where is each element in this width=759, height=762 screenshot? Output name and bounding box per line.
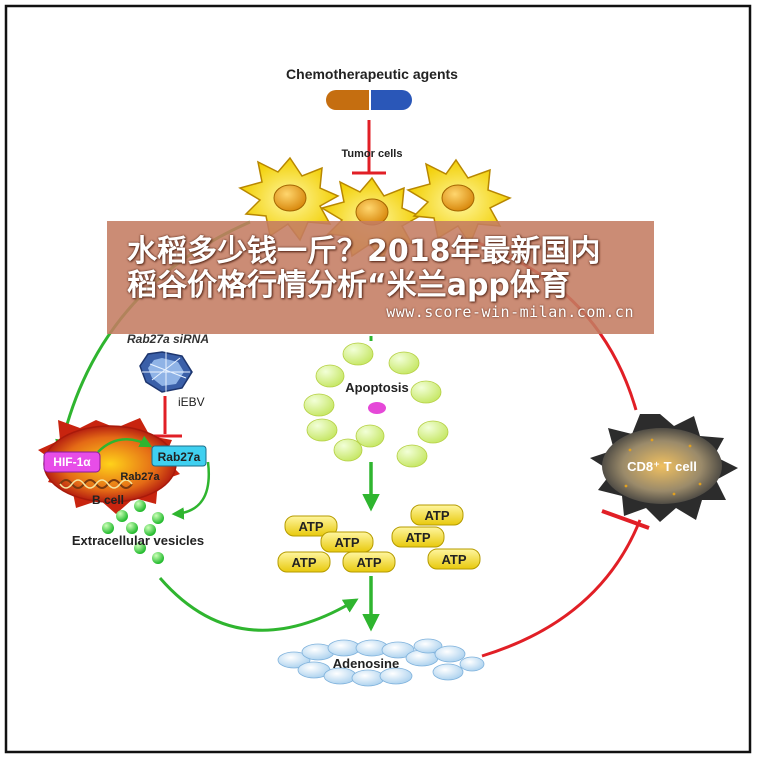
- tumor-cells-label: Tumor cells: [342, 148, 403, 160]
- svg-text:ATP: ATP: [405, 530, 430, 545]
- atp-molecules: ATP ATP ATP ATP ATP ATP ATP: [277, 504, 481, 573]
- svg-text:ATP: ATP: [298, 519, 323, 534]
- rab27a-protein-box: [151, 445, 207, 467]
- apoptosis-core: [368, 402, 386, 414]
- tcell-inhibitor-bar: [601, 509, 650, 530]
- hif1a-box: [43, 451, 101, 473]
- adenosine-to-tcell-inhibition: [481, 519, 642, 658]
- svg-text:ATP: ATP: [441, 552, 466, 567]
- apoptosis-label: Apoptosis: [345, 380, 409, 395]
- svg-text:ATP: ATP: [291, 555, 316, 570]
- watermark-url[interactable]: www.score-win-milan.com.cn: [386, 303, 634, 321]
- atp-pill: ATP: [342, 551, 396, 573]
- extracellular-vesicles: [102, 500, 164, 564]
- rab27a-to-vesicles-arrow: [171, 461, 211, 520]
- rab27a-gene-label: Rab27a: [120, 471, 160, 483]
- atp-pill: ATP: [277, 551, 331, 573]
- hif1a-label: HIF-1α: [53, 455, 91, 469]
- atp-pill: ATP: [427, 548, 481, 570]
- svg-text:ATP: ATP: [334, 535, 359, 550]
- figure-frame: [4, 4, 752, 754]
- svg-text:ATP: ATP: [356, 555, 381, 570]
- capsule-icon: [326, 89, 412, 111]
- b-cell: HIF-1α Rab27a B cell: [38, 418, 180, 514]
- watermark-line-1: 水稻多少钱一斤？2018年最新国内: [127, 234, 601, 269]
- watermark-line-2: 稻谷价格行情分析“米兰app体育: [127, 268, 570, 303]
- cd8-t-cell: CD8⁺ T cell: [590, 414, 738, 522]
- rab27a-sirna-label: Rab27a siRNA: [127, 332, 209, 346]
- atp-pill: ATP: [284, 515, 338, 537]
- b-cell-label: B cell: [92, 493, 124, 507]
- atp-pill: ATP: [391, 526, 445, 548]
- atp-pill: ATP: [410, 504, 464, 526]
- adenosine-label: Adenosine: [333, 656, 399, 671]
- iebv-label: iEBV: [178, 395, 205, 409]
- chemotherapeutic-agents-label: Chemotherapeutic agents: [286, 66, 458, 82]
- watermark-banner: 水稻多少钱一斤？2018年最新国内 稻谷价格行情分析“米兰app体育 www.s…: [107, 221, 654, 334]
- rab27a-protein-label: Rab27a: [158, 450, 201, 464]
- svg-text:ATP: ATP: [424, 508, 449, 523]
- iebv-particle-icon: [139, 351, 193, 393]
- apoptotic-bodies: [303, 342, 449, 468]
- atp-pill: ATP: [320, 531, 374, 553]
- vesicles-to-adenosine-arrow: [158, 577, 359, 632]
- extracellular-vesicles-label: Extracellular vesicles: [72, 533, 204, 548]
- cd8-t-cell-label: CD8⁺ T cell: [627, 459, 697, 474]
- adenosine-cluster: [277, 638, 485, 687]
- chemo-inhibition: [352, 120, 386, 175]
